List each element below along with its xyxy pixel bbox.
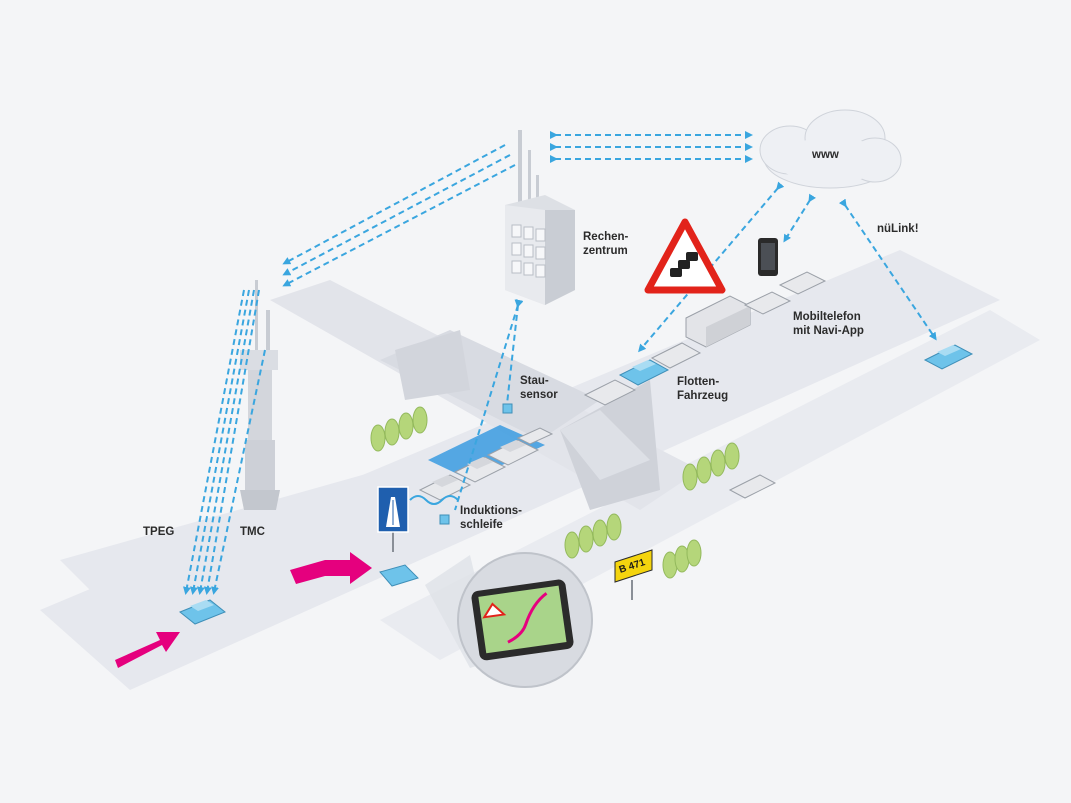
label-flottenfahrzeug: Flotten- Fahrzeug xyxy=(677,375,728,403)
label-line: Mobiltelefon xyxy=(793,311,861,323)
label-tpeg: TPEG xyxy=(143,526,175,538)
signal-lines xyxy=(183,131,937,595)
data-center-building-icon xyxy=(505,130,575,305)
tree-icon xyxy=(370,406,740,579)
car-icon xyxy=(418,474,472,501)
label-line: Stau- xyxy=(520,375,549,387)
label-line: Fahrzeug xyxy=(677,390,729,402)
car-icon xyxy=(583,379,637,406)
car-icon xyxy=(618,359,670,386)
induction-loop xyxy=(409,495,459,505)
label-line: Flotten- xyxy=(677,376,720,388)
left-road xyxy=(60,470,420,600)
radio-tower-icon xyxy=(240,280,280,510)
sensor-icon xyxy=(502,403,513,414)
label-tmc: TMC xyxy=(240,526,265,538)
bridge-top xyxy=(560,410,650,480)
car-icon xyxy=(179,599,226,625)
car-icon xyxy=(486,439,540,466)
label-line: schleife xyxy=(460,519,503,531)
car-icon xyxy=(453,456,507,483)
traffic-jam-warning-sign-icon xyxy=(644,218,726,294)
car-icon xyxy=(778,271,827,295)
main-road xyxy=(40,250,1000,690)
car-icon xyxy=(923,344,974,370)
label-rechenzentrum: Rechen- zentrum xyxy=(583,230,628,258)
label-induktionsschleife: Induktions- schleife xyxy=(460,504,522,532)
car-icon xyxy=(516,427,554,445)
sensor-icon xyxy=(439,514,450,525)
label-line: zentrum xyxy=(583,245,628,257)
cloud-icon xyxy=(759,109,902,189)
car-icon xyxy=(728,474,777,499)
label-line: Induktions- xyxy=(460,505,522,517)
motorway-sign-icon xyxy=(377,486,409,552)
bridge-pier xyxy=(395,330,470,400)
label-www: www xyxy=(812,149,839,161)
label-line: mit Navi-App xyxy=(793,325,864,337)
label-nulink: nüLink! xyxy=(877,223,919,235)
label-line: Rechen- xyxy=(583,231,629,243)
label-stausensor: Stau- sensor xyxy=(520,374,558,402)
road-sign xyxy=(614,549,653,600)
label-line: sensor xyxy=(520,389,558,401)
car-icon xyxy=(379,564,419,587)
label-mobiltelefon: Mobiltelefon mit Navi-App xyxy=(793,310,864,338)
smartphone-icon xyxy=(758,238,778,276)
direction-arrow-icon xyxy=(115,552,372,668)
sensor-zone xyxy=(428,425,545,480)
navigation-device-icon xyxy=(425,552,593,688)
